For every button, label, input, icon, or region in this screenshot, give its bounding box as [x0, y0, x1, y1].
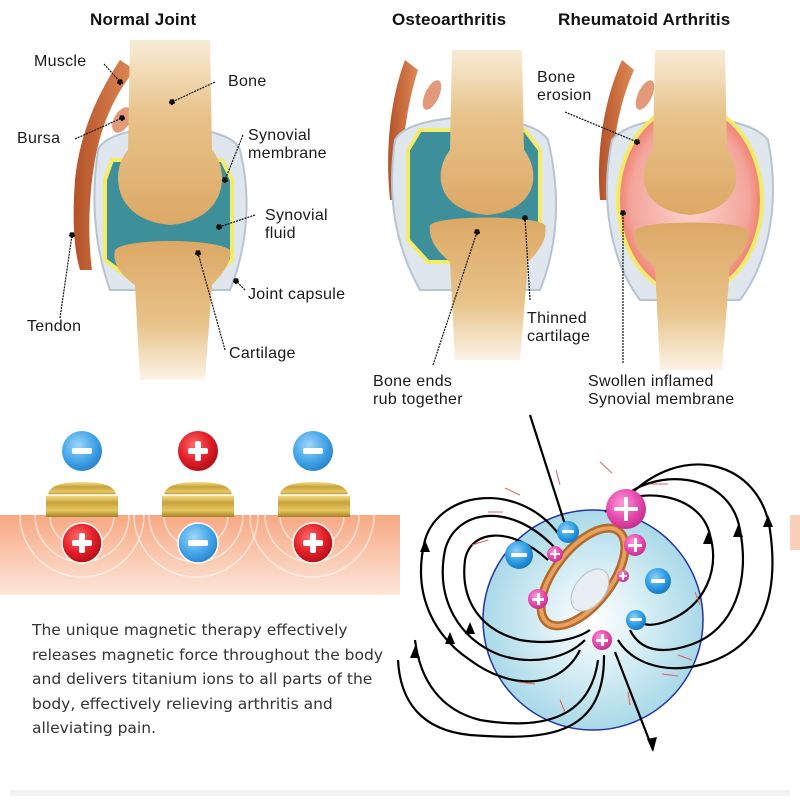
label-thinned-cartilage: Thinned cartilage	[527, 310, 590, 346]
label-synovial-membrane: Synovial membrane	[248, 127, 327, 163]
label-bursa: Bursa	[17, 130, 61, 147]
arrow-up-icon	[445, 632, 455, 644]
title-osteoarthritis: Osteoarthritis	[392, 10, 507, 29]
small-force-arrows	[471, 461, 701, 713]
positive-ion	[292, 522, 334, 564]
magnetic-ring	[536, 523, 630, 631]
bursa-shape	[422, 80, 442, 110]
arrow-up-icon	[465, 622, 475, 634]
arrow-up-icon	[420, 540, 430, 552]
wave-rings	[19, 514, 375, 578]
label-cartilage: Cartilage	[229, 345, 296, 362]
label-line: Bone	[537, 69, 576, 86]
label-muscle: Muscle	[34, 53, 87, 70]
skin-edge	[790, 515, 800, 550]
lower-bone-shape	[634, 222, 749, 370]
description-text: The unique magnetic therapy effectively …	[32, 621, 384, 737]
label-bone: Bone	[228, 73, 267, 90]
arrow-up-icon	[763, 515, 773, 527]
positive-ion	[606, 489, 646, 529]
positive-ion	[547, 546, 563, 562]
positive-ion	[617, 570, 629, 582]
field-lines	[396, 414, 774, 751]
magnetic-field-diagram	[396, 414, 774, 752]
magnet	[46, 482, 118, 517]
upper-bone-shape	[643, 50, 737, 215]
positive-ion	[178, 431, 218, 471]
magnet	[278, 482, 350, 517]
lower-bone-shape	[429, 217, 546, 360]
negative-ion	[557, 521, 579, 543]
upper-bone-shape	[440, 50, 534, 215]
field-sphere	[482, 509, 704, 731]
normal-joint-diagram	[73, 40, 248, 380]
label-tendon: Tendon	[27, 318, 82, 335]
arrow-up-icon	[733, 525, 743, 537]
label-line: rub together	[373, 391, 463, 408]
positive-ion	[61, 522, 103, 564]
ring-gem	[570, 568, 610, 612]
label-line: erosion	[537, 87, 592, 104]
rheumatoid-diagram	[598, 50, 774, 370]
label-line: Synovial	[248, 127, 311, 144]
label-line: Swollen inflamed	[588, 373, 714, 390]
label-swollen-membrane: Swollen inflamed Synovial membrane	[588, 373, 735, 409]
muscle-shape	[73, 60, 135, 270]
title-rheumatoid-arthritis: Rheumatoid Arthritis	[558, 10, 731, 29]
negative-ion	[293, 431, 333, 471]
bottom-strip	[10, 790, 790, 796]
negative-ion	[505, 541, 533, 569]
magnet	[162, 482, 234, 517]
label-line: Synovial	[265, 207, 328, 224]
label-synovial-fluid: Synovial fluid	[265, 207, 328, 243]
label-line: fluid	[265, 225, 296, 242]
joint-illustrations	[59, 40, 774, 380]
negative-ion	[626, 610, 646, 630]
label-bone-ends: Bone ends rub together	[373, 373, 463, 409]
label-line: Bone ends	[373, 373, 453, 390]
negative-ion	[645, 568, 671, 594]
label-line: cartilage	[527, 328, 591, 345]
label-line: membrane	[248, 145, 327, 162]
skin-layer	[0, 515, 400, 595]
arrow-down-icon	[647, 737, 657, 752]
lower-bone-shape	[114, 241, 231, 380]
osteoarthritis-diagram	[388, 50, 558, 360]
label-joint-capsule: Joint capsule	[248, 286, 346, 303]
label-line: Thinned	[527, 310, 587, 327]
field-arrowheads	[410, 515, 773, 752]
label-line: Synovial membrane	[588, 391, 735, 408]
leader-lines	[59, 63, 641, 366]
arrow-up-icon	[703, 532, 713, 544]
negative-ion	[177, 522, 219, 564]
label-bone-erosion: Bone erosion	[537, 69, 592, 105]
positive-ion	[592, 630, 612, 650]
positive-ion	[528, 589, 548, 609]
arrow-up-icon	[410, 646, 420, 658]
bursa-shape	[635, 80, 655, 110]
positive-ion	[624, 534, 646, 556]
negative-ion	[62, 431, 102, 471]
upper-bone-shape	[117, 40, 223, 225]
title-normal-joint: Normal Joint	[90, 10, 197, 29]
